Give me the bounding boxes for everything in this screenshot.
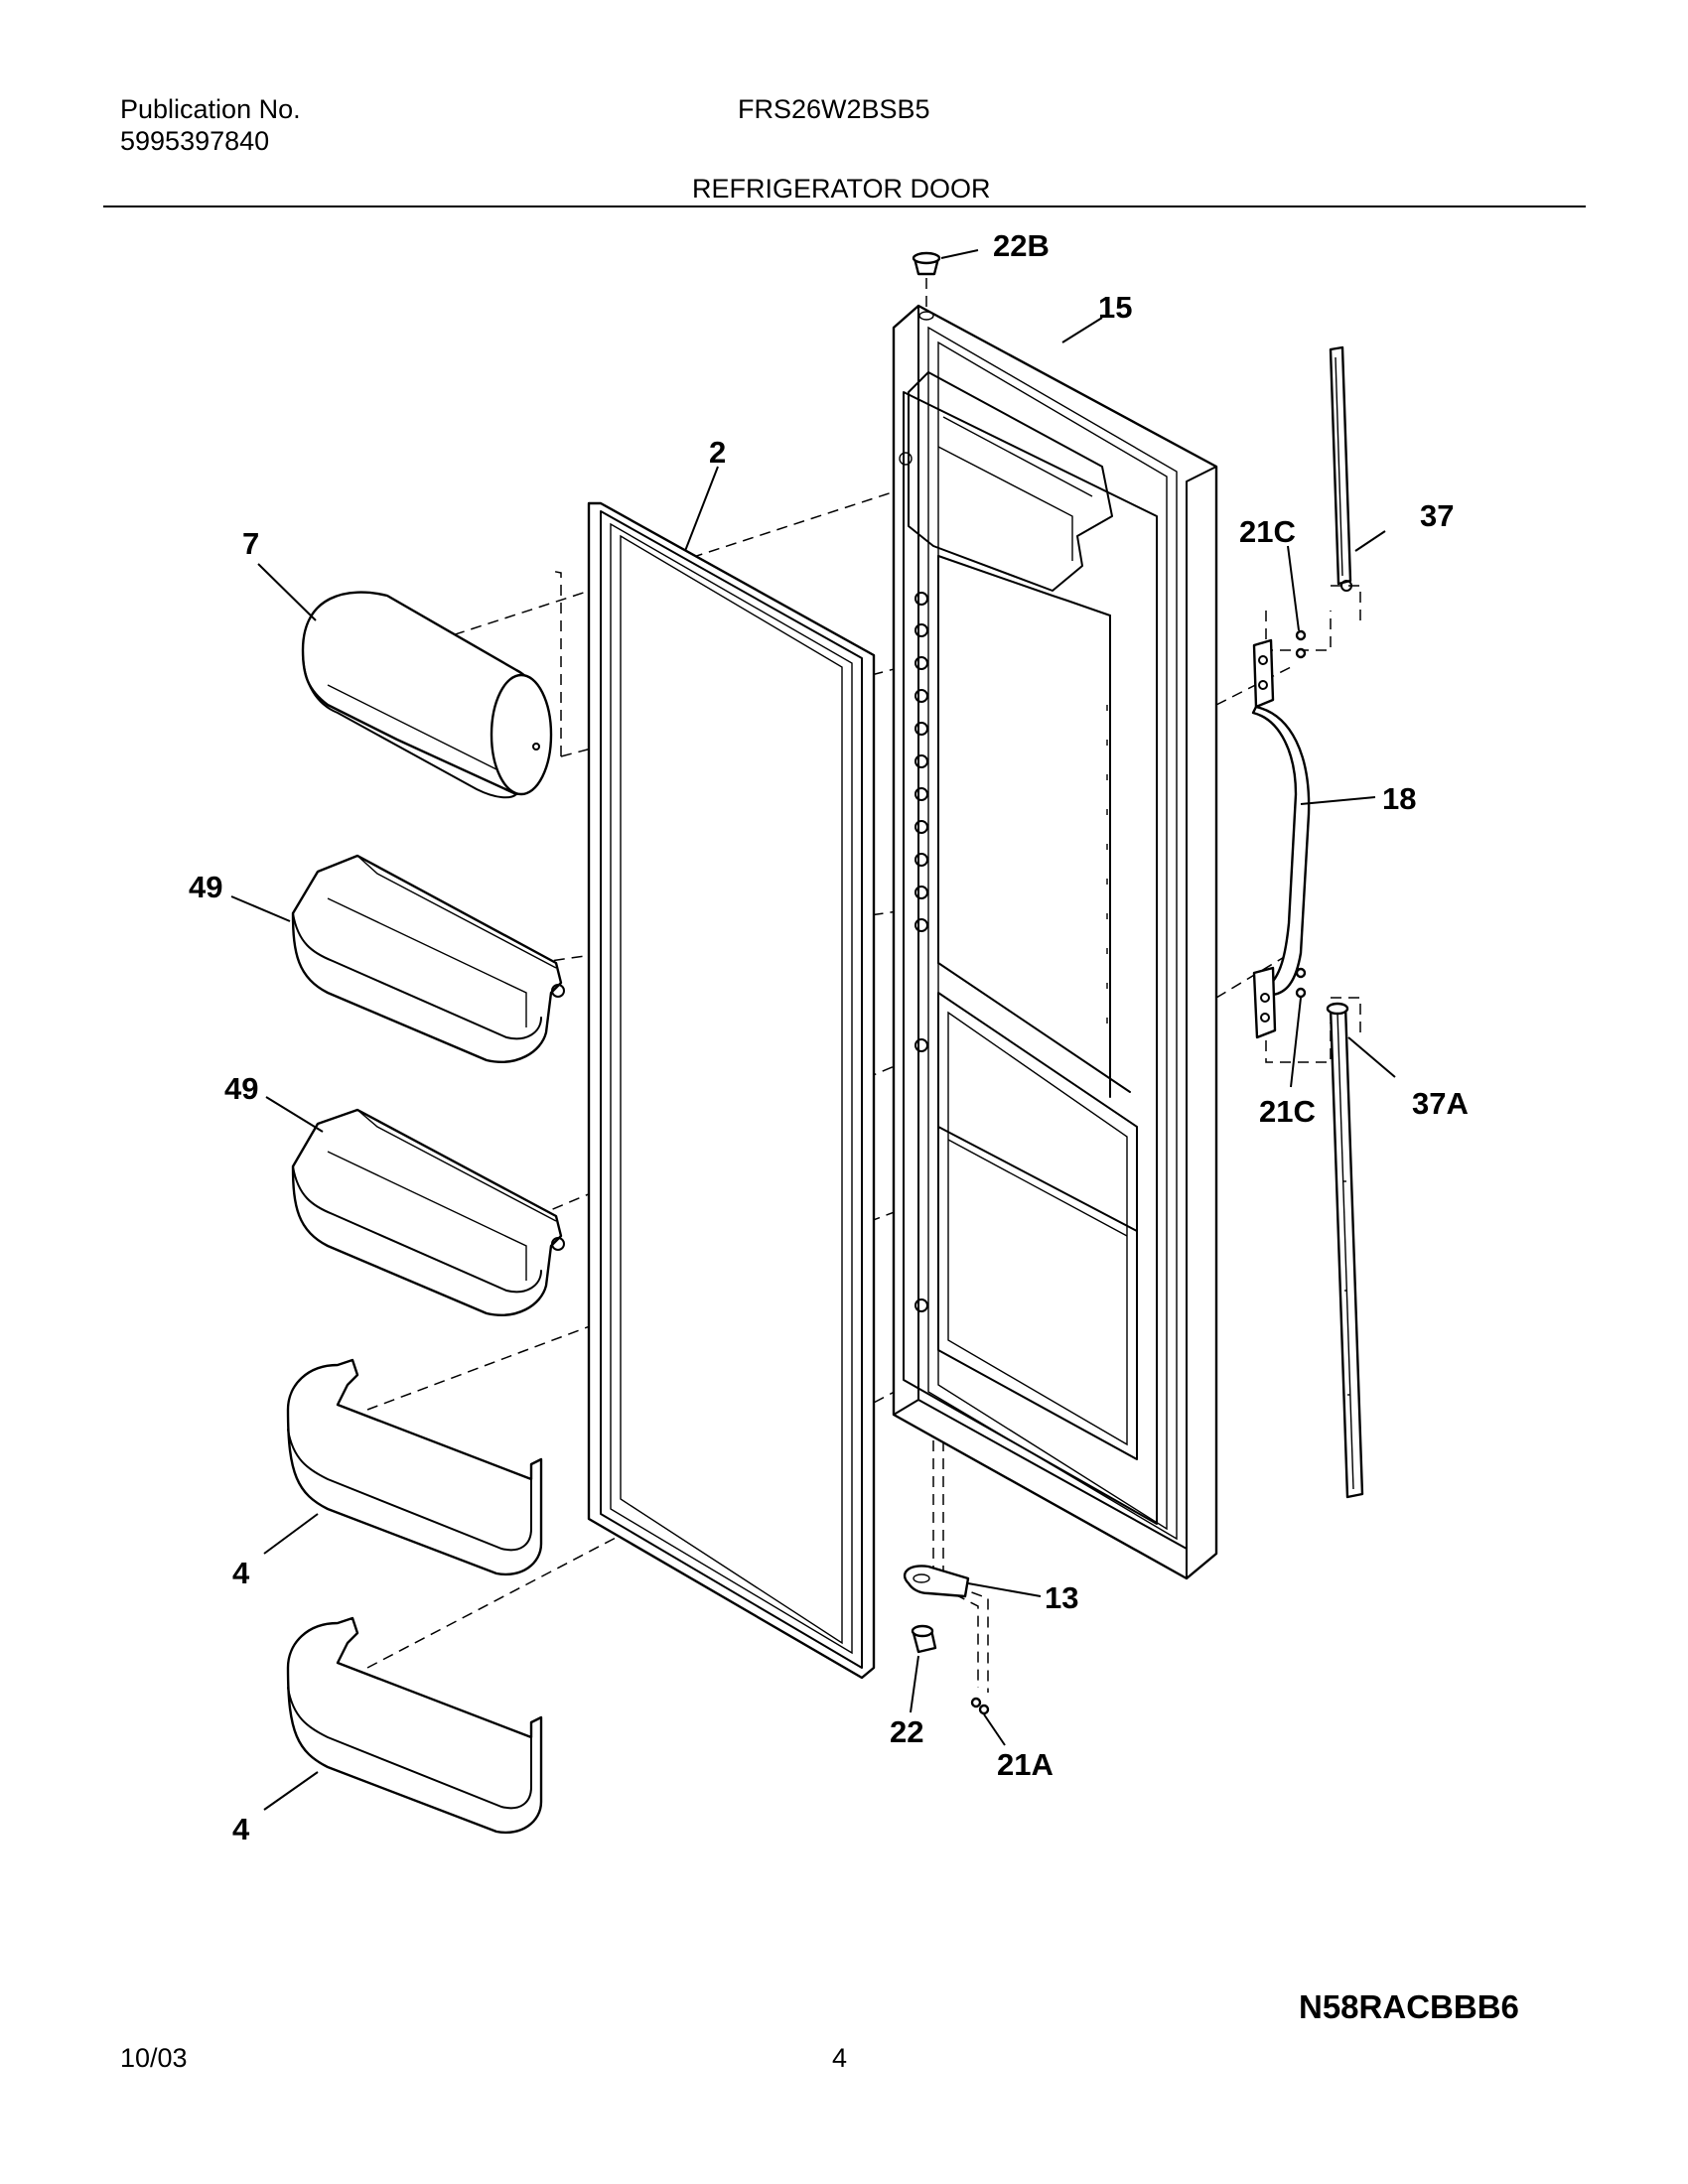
page-number: 4 — [832, 2043, 848, 2073]
handle-trim-lower — [1326, 1002, 1364, 1499]
bottom-hinge — [903, 1565, 970, 1598]
callout-37a: 37A — [1412, 1086, 1469, 1121]
callout-37: 37 — [1420, 498, 1454, 533]
handle-trim-upper — [1329, 345, 1352, 592]
door-panel — [892, 304, 1218, 1580]
hinge-screw — [970, 1697, 990, 1715]
callout-21c-top: 21C — [1239, 514, 1296, 549]
door-cap-22b — [912, 251, 941, 321]
footer-date: 10/03 — [120, 2043, 188, 2073]
callout-labels: 22B 15 2 7 21C 37 18 49 49 21C 37A 4 4 1… — [189, 228, 1469, 1846]
callout-22b: 22B — [993, 228, 1050, 263]
callout-18: 18 — [1382, 781, 1416, 816]
callout-7: 7 — [242, 526, 259, 561]
publication-label: Publication No. — [120, 94, 301, 124]
door-bin-lower — [291, 1108, 565, 1316]
callout-21c-bottom: 21C — [1259, 1094, 1316, 1129]
callout-49-upper: 49 — [189, 870, 222, 904]
door-shelf-upper — [286, 1358, 543, 1576]
handle-screws — [1295, 629, 1307, 999]
callout-4-lower: 4 — [232, 1812, 250, 1846]
dairy-compartment — [301, 591, 553, 799]
callout-21a: 21A — [997, 1747, 1054, 1782]
callout-13: 13 — [1045, 1580, 1078, 1615]
callout-15: 15 — [1098, 290, 1132, 325]
model-number: FRS26W2BSB5 — [738, 94, 930, 124]
publication-number: 5995397840 — [120, 126, 270, 156]
callout-49-lower: 49 — [224, 1071, 258, 1106]
door-gasket — [587, 501, 876, 1680]
drawing-code: N58RACBBB6 — [1299, 1988, 1519, 2025]
callout-4-upper: 4 — [232, 1556, 250, 1590]
door-handle — [1251, 638, 1311, 1039]
callout-2: 2 — [709, 435, 726, 470]
hinge-bushing — [911, 1624, 937, 1654]
door-bin-upper — [291, 854, 565, 1063]
leader-lines — [230, 249, 1396, 1811]
header-divider — [103, 205, 1586, 207]
callout-22: 22 — [890, 1714, 923, 1749]
door-shelf-lower — [286, 1616, 543, 1835]
section-title: REFRIGERATOR DOOR — [692, 174, 991, 204]
